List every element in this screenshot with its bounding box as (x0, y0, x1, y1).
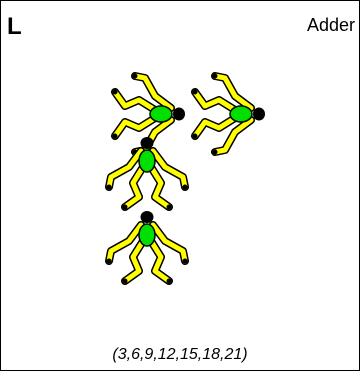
jumper-2 (193, 74, 266, 155)
formation-sequence: (3,6,9,12,15,18,21) (112, 346, 248, 363)
formation-name: Adder (306, 15, 355, 35)
jumper-3 (107, 137, 188, 210)
formation-letter: L (7, 13, 22, 40)
jumper-4 (107, 211, 188, 284)
